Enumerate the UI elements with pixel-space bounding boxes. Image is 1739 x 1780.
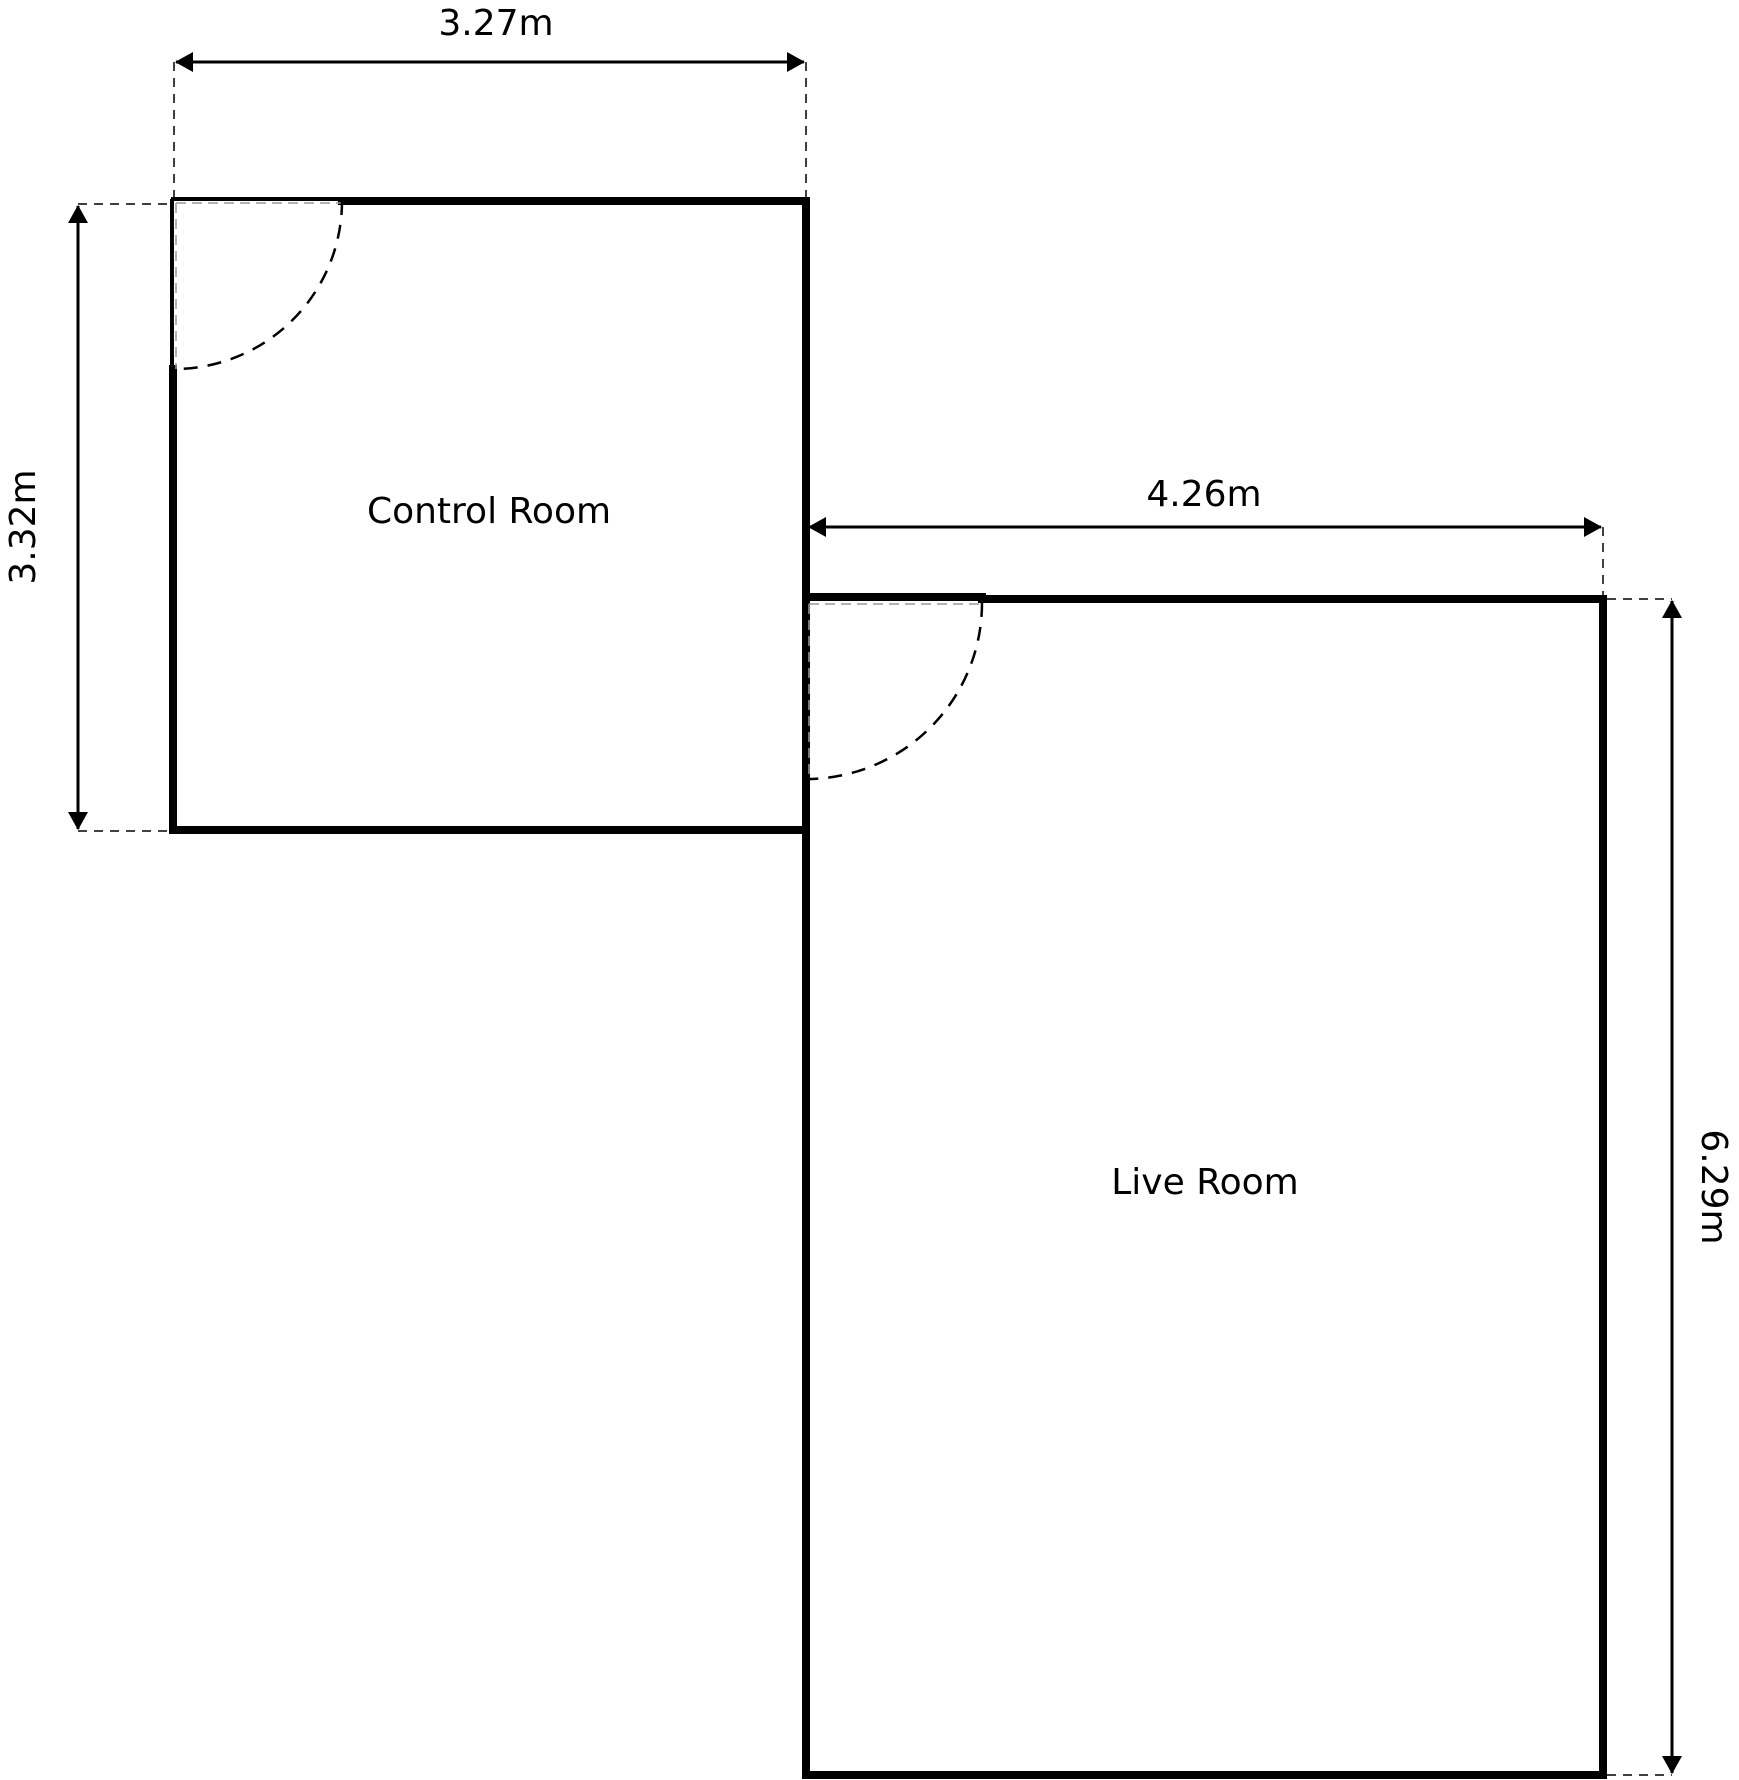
live-room-door-arc (805, 602, 984, 781)
dimension-live-room-width: 4.26m (808, 474, 1604, 596)
dimension-live-room-height: 6.29m (1607, 598, 1734, 1776)
dimension-label-3-32: 3.32m (3, 469, 44, 584)
dimension-control-room-height: 3.32m (3, 203, 170, 832)
dimension-label-3-27: 3.27m (438, 3, 553, 44)
dimension-label-6-29: 6.29m (1693, 1129, 1734, 1244)
live-room: Live Room (802, 593, 1607, 1779)
control-room-door-arc (173, 200, 344, 371)
control-room-door-opening (170, 197, 342, 369)
live-room-door-opening (808, 603, 982, 778)
live-room-walls (802, 593, 1607, 1779)
dimension-control-room-width: 3.27m (173, 3, 807, 198)
control-room-walls (169, 197, 810, 834)
control-room: Control Room (169, 197, 810, 834)
control-room-label: Control Room (367, 491, 611, 532)
dimension-label-4-26: 4.26m (1146, 474, 1261, 515)
live-room-label: Live Room (1111, 1162, 1298, 1203)
